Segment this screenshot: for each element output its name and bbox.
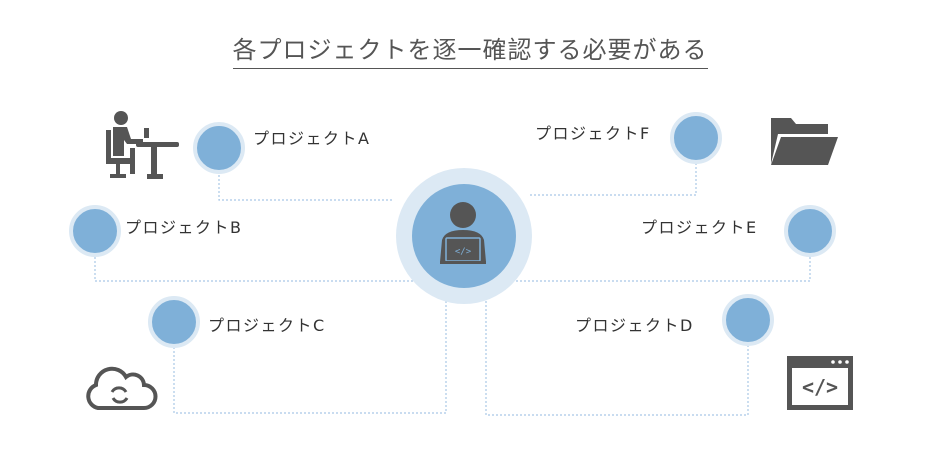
project-e-node[interactable]	[784, 205, 836, 257]
folder-icon	[771, 118, 838, 165]
diagram-title: 各プロジェクトを逐一確認する必要がある	[0, 30, 940, 69]
connector-e	[515, 257, 811, 282]
connector-d	[485, 300, 749, 416]
cloud-sync-icon	[86, 366, 158, 410]
project-c-label: プロジェクトC	[208, 316, 326, 335]
developer-laptop-icon: </>	[440, 202, 486, 264]
project-b-node[interactable]	[69, 205, 121, 257]
project-a-node[interactable]	[193, 122, 245, 174]
project-f-node[interactable]	[670, 112, 722, 164]
person-at-desk-icon	[106, 111, 179, 179]
connector-f	[530, 163, 697, 196]
connector-c	[173, 300, 447, 414]
connector-b	[94, 257, 420, 282]
project-c-node[interactable]	[148, 296, 200, 348]
project-b-label: プロジェクトB	[125, 218, 243, 237]
svg-text:</>: </>	[802, 375, 838, 399]
svg-text:</>: </>	[455, 247, 472, 257]
connector-a	[218, 175, 392, 201]
project-d-node[interactable]	[722, 294, 774, 346]
code-window-icon: </>	[787, 356, 853, 410]
project-e-label: プロジェクトE	[641, 218, 758, 237]
project-a-label: プロジェクトA	[253, 129, 371, 148]
project-d-label: プロジェクトD	[575, 316, 694, 335]
project-f-label: プロジェクトF	[535, 124, 651, 143]
